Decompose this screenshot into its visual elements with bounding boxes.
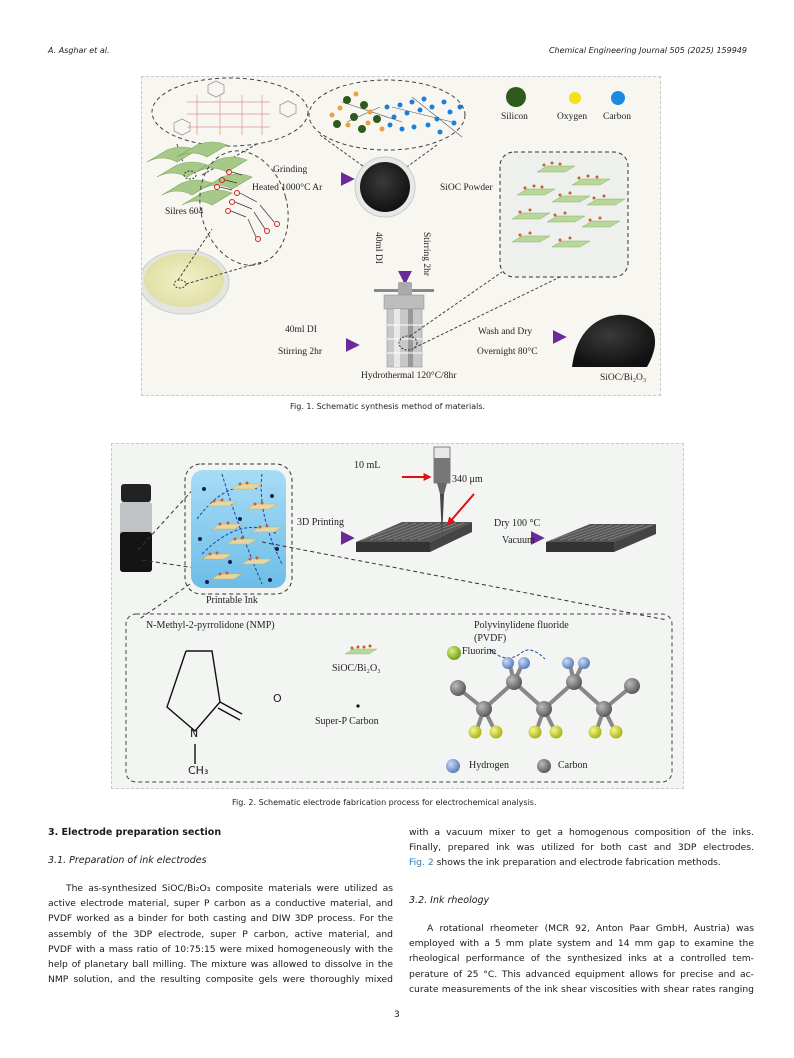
- text-line: with a vacuum mixer to get a homogenous …: [409, 827, 754, 838]
- text-line: Fig. 2 shows the ink preparation and ele…: [409, 855, 754, 870]
- nmp-methyl-group: CH₃: [188, 764, 209, 777]
- text-line: rheological performance of the synthesiz…: [409, 953, 754, 965]
- carbon-legend-label: Carbon: [558, 760, 588, 771]
- printing-label: 3D Printing: [297, 517, 344, 528]
- pvdf-abbr-label: (PVDF): [474, 633, 507, 644]
- printable-ink-label: Printable Ink: [206, 595, 258, 606]
- nmp-oxygen-atom: O: [273, 692, 282, 705]
- paragraph-ink-preparation: The as-synthesized SiOC/Bi₂O₃ composite …: [48, 881, 393, 987]
- super-p-legend-icon: [356, 704, 360, 708]
- text-line: active electrode material, super P carbo…: [48, 898, 393, 910]
- text-line: PVDF with a mass ratio of 10:75:15 were …: [48, 943, 393, 955]
- figure-2-caption: Fig. 2. Schematic electrode fabrication …: [232, 798, 537, 807]
- figure-2: 10 mL 340 μm 3D Printing Dry 100 °C Vacu…: [111, 443, 684, 789]
- printed-lattice-dry: [546, 524, 656, 552]
- text-line: curate measurements of the ink shear vis…: [409, 983, 754, 995]
- legend-silicon-swatch: [506, 87, 526, 107]
- overnight-label: Overnight 80°C: [477, 347, 538, 357]
- pvdf-label: Polyvinylidene fluoride: [474, 620, 569, 631]
- fluorine-legend-swatch: [447, 646, 461, 660]
- printable-ink-zoom: [184, 463, 293, 595]
- silres-sheets: [146, 141, 253, 206]
- grinding-label: Grinding: [273, 165, 308, 175]
- hydrogen-legend-swatch: [446, 759, 460, 773]
- materials-legend-box: [125, 613, 673, 783]
- sioc-powder-label: SiOC Powder: [440, 183, 493, 193]
- subsection-heading-ink-rheology: 3.2. Ink rheology: [409, 895, 490, 906]
- pvdf-chain-symbol: [489, 648, 546, 660]
- running-header-authors: A. Asghar et al.: [48, 46, 110, 55]
- text-line: employed with a 5 mm plate system and 14…: [409, 938, 754, 950]
- ink-vial: [120, 484, 152, 572]
- legend-carbon-swatch: [611, 91, 625, 105]
- figure-1-graphic: [142, 77, 656, 368]
- silres-structure-zoom: [151, 77, 309, 147]
- di-horizontal-label: 40ml DI: [285, 325, 317, 335]
- nmp-structure: [166, 650, 243, 764]
- sioc-powder: [360, 162, 410, 212]
- heated-label: Heated 1000°C Ar: [252, 183, 323, 193]
- text-line: The as-synthesized SiOC/Bi₂O₃ composite …: [66, 883, 393, 894]
- paragraph-ink-preparation-cont: with a vacuum mixer to get a homogenous …: [409, 825, 754, 871]
- di-vertical-label: 40ml DI: [373, 232, 383, 264]
- hydrogen-legend-label: Hydrogen: [469, 760, 509, 771]
- sioc-bi2o3-sheets: [511, 161, 626, 248]
- carbon-legend-swatch: [537, 759, 551, 773]
- nmp-nitrogen-atom: N: [190, 727, 199, 740]
- nozzle-arrow: [446, 493, 475, 526]
- running-header-journal: Chemical Engineering Journal 505 (2025) …: [548, 46, 747, 55]
- stirring-vertical-label: Stirring 2hr: [421, 232, 431, 277]
- text-line: PVDF worked as a binder for both casting…: [48, 913, 393, 925]
- sioc-bi2o3-legend-icon: [344, 644, 378, 655]
- fluorine-legend-label: Fluorine: [462, 646, 496, 657]
- section-heading: 3. Electrode preparation section: [48, 827, 222, 838]
- silres-label: Silres 604: [165, 207, 204, 217]
- text-line: NMP solution, and the resulting composit…: [48, 974, 393, 986]
- figure-1-caption: Fig. 1. Schematic synthesis method of ma…: [290, 402, 486, 411]
- sioc-bi2o3-product: [572, 314, 656, 367]
- printed-lattice-wet: [356, 522, 472, 552]
- page-number: 3: [394, 1010, 400, 1020]
- sioc-network: [329, 91, 463, 138]
- legend-silicon-label: Silicon: [501, 112, 528, 122]
- legend-oxygen-swatch: [569, 92, 581, 104]
- figure-1: Silicon Oxygen Carbon Silres 604 Grindin…: [141, 76, 661, 396]
- text-line: help of planetary ball milling. The mixt…: [48, 958, 393, 970]
- paragraph-ink-rheology: A rotational rheometer (MCR 92, Anton Pa…: [409, 921, 754, 997]
- stirring-horizontal-label: Stirring 2hr: [278, 347, 323, 357]
- figure-2-link[interactable]: Fig. 2: [409, 857, 434, 869]
- product-label: SiOC/Bi₂O₃: [600, 373, 647, 383]
- silres-structure-bonds: [187, 95, 270, 135]
- syringe: [433, 446, 451, 539]
- legend-carbon-label: Carbon: [603, 112, 631, 122]
- text-line: assembly of the 3DP electrode, super P c…: [48, 928, 393, 940]
- text-line: A rotational rheometer (MCR 92, Anton Pa…: [427, 923, 754, 934]
- text-fragment: shows the ink preparation and electrode …: [436, 857, 721, 869]
- sioc-bi2o3-legend-label: SiOC/Bi₂O₃: [332, 663, 381, 674]
- pvdf-molecule: [450, 657, 640, 739]
- nozzle-label: 340 μm: [452, 474, 483, 485]
- dry-label: Dry 100 °C: [494, 518, 541, 529]
- super-p-legend-label: Super-P Carbon: [315, 716, 379, 727]
- sioc-structure-zoom: [308, 79, 466, 151]
- text-line: perature of 25 °C. This advanced equipme…: [409, 968, 754, 980]
- hydrothermal-autoclave: [374, 282, 434, 368]
- vacuum-label: Vacuum: [502, 535, 535, 546]
- legend-oxygen-label: Oxygen: [557, 112, 588, 122]
- figure-2-graphic: [120, 446, 673, 783]
- hydrothermal-label: Hydrothermal 120°C/8hr: [361, 371, 457, 381]
- wash-dry-label: Wash and Dry: [478, 327, 533, 337]
- bi2o3-structure: [214, 169, 280, 242]
- bi2o3-structure-zoom: [199, 150, 289, 266]
- text-line: Finally, prepared ink was utilized for b…: [409, 842, 754, 854]
- bi2o3-powder: [144, 253, 224, 307]
- volume-label: 10 mL: [354, 460, 381, 471]
- nmp-label: N-Methyl-2-pyrrolidone (NMP): [146, 620, 275, 631]
- subsection-heading-ink-electrodes: 3.1. Preparation of ink electrodes: [48, 855, 207, 866]
